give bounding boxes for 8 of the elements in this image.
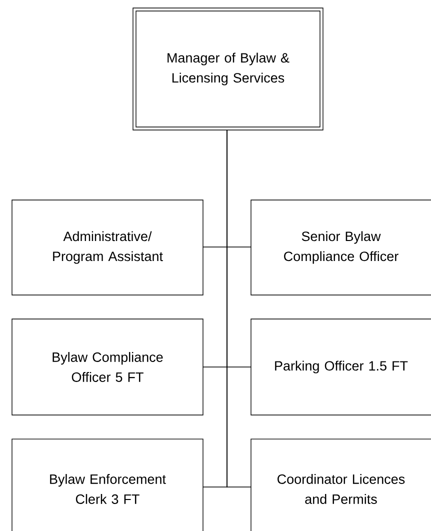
org-box: Coordinator Licences and Permits (250, 438, 431, 531)
org-box: Manager of Bylaw & Licensing Services (132, 8, 324, 130)
org-box: Administrative/ Program Assistant (12, 200, 204, 296)
org-box: Bylaw Compliance Officer 5 FT (12, 318, 204, 416)
org-box: Parking Officer 1.5 FT (250, 318, 431, 416)
org-box: Senior Bylaw Compliance Officer (250, 200, 431, 296)
org-box: Bylaw Enforcement Clerk 3 FT (12, 438, 204, 531)
connector-line (226, 130, 252, 488)
